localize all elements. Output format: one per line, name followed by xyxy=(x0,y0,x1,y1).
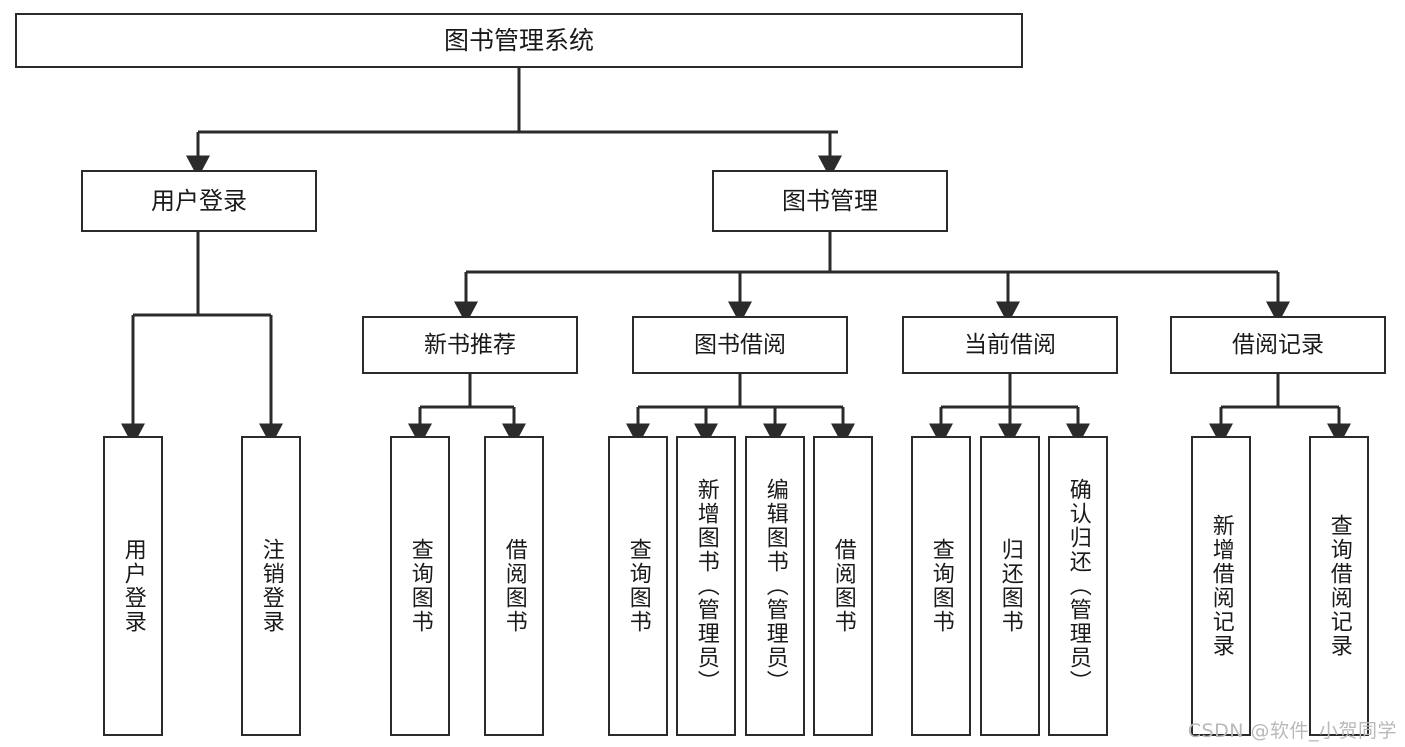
node-label: 新增图书（管理员） xyxy=(693,478,719,694)
node-label: 图书借阅 xyxy=(694,331,786,358)
node-label: 用户登录 xyxy=(120,538,146,634)
leaf-user-login[interactable]: 用户登录 xyxy=(103,436,163,736)
leaf-return-book[interactable]: 归还图书 xyxy=(980,436,1040,736)
node-user-login[interactable]: 用户登录 xyxy=(81,170,317,232)
leaf-confirm-return-admin[interactable]: 确认归还（管理员） xyxy=(1048,436,1108,736)
watermark: CSDN @软件_小贺同学 xyxy=(1187,720,1397,742)
node-book-borrow[interactable]: 图书借阅 xyxy=(632,316,848,374)
node-label: 图书管理系统 xyxy=(443,25,594,55)
node-label: 编辑图书（管理员） xyxy=(762,478,788,694)
node-label: 图书管理 xyxy=(782,187,878,215)
node-label: 查询图书 xyxy=(407,538,433,634)
node-label: 借阅图书 xyxy=(830,538,856,634)
node-label: 查询图书 xyxy=(928,538,954,634)
node-label: 用户登录 xyxy=(151,187,247,215)
leaf-borrow-book-recommend[interactable]: 借阅图书 xyxy=(484,436,544,736)
node-root-system[interactable]: 图书管理系统 xyxy=(15,13,1023,68)
leaf-edit-book-admin[interactable]: 编辑图书（管理员） xyxy=(745,436,805,736)
leaf-add-book-admin[interactable]: 新增图书（管理员） xyxy=(676,436,736,736)
node-label: 注销登录 xyxy=(258,538,284,634)
leaf-logout[interactable]: 注销登录 xyxy=(241,436,301,736)
node-label: 借阅图书 xyxy=(501,538,527,634)
leaf-query-book-borrow[interactable]: 查询图书 xyxy=(608,436,668,736)
leaf-query-borrow-record[interactable]: 查询借阅记录 xyxy=(1309,436,1369,736)
node-label: 当前借阅 xyxy=(964,331,1056,358)
leaf-add-borrow-record[interactable]: 新增借阅记录 xyxy=(1191,436,1251,736)
node-label: 归还图书 xyxy=(997,538,1023,634)
node-label: 新增借阅记录 xyxy=(1208,514,1234,658)
node-borrow-record[interactable]: 借阅记录 xyxy=(1170,316,1386,374)
leaf-borrow-book[interactable]: 借阅图书 xyxy=(813,436,873,736)
leaf-query-book-recommend[interactable]: 查询图书 xyxy=(390,436,450,736)
node-label: 确认归还（管理员） xyxy=(1065,478,1091,694)
node-label: 查询图书 xyxy=(625,538,651,634)
node-label: 查询借阅记录 xyxy=(1326,514,1352,658)
node-current-borrow[interactable]: 当前借阅 xyxy=(902,316,1118,374)
leaf-query-book-current[interactable]: 查询图书 xyxy=(911,436,971,736)
node-label: 借阅记录 xyxy=(1232,331,1324,358)
node-new-book-recommend[interactable]: 新书推荐 xyxy=(362,316,578,374)
node-label: 新书推荐 xyxy=(424,331,516,358)
node-book-management[interactable]: 图书管理 xyxy=(712,170,948,232)
